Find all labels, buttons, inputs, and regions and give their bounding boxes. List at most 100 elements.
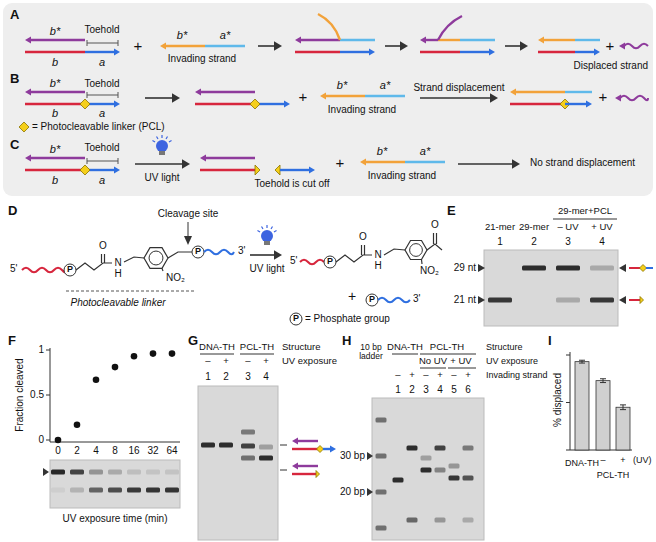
dna-strand [25,103,85,105]
chemical-bond [104,254,105,263]
gel-band [590,298,614,303]
figure-label: 0 [38,434,44,446]
dna-strand [292,448,318,450]
figure-label: b* [50,143,60,156]
panel-letter: G [188,334,198,349]
figure-label: UV exposure time (min) [62,513,167,525]
figure-label: a [99,174,105,187]
panel-letter: + [599,88,608,105]
toehold-bracket [87,158,88,164]
arrow-head [284,100,290,107]
phosphate-circle [366,294,378,306]
gel-band [376,418,387,423]
figure-label: No strand displacement [530,157,635,169]
figure-label: 5 [451,384,457,396]
arrow-head [160,42,166,49]
figure-label: 2 [409,384,415,396]
figure-label: – [451,370,456,381]
gel-band [70,488,84,493]
data-point [150,350,157,357]
gel-band [165,488,179,493]
dna-strand [205,157,255,159]
header-rule [240,354,274,355]
process-arrow [420,97,491,99]
arrow-head [172,93,180,103]
bar [596,381,610,450]
arrow-head [330,445,336,452]
figure-label: 1 [205,371,211,383]
gel-band [435,446,446,451]
arrow-head [200,154,206,161]
figure-label: Displaced strand [574,60,648,72]
axis-tick [46,395,50,396]
dna-strand [575,51,595,53]
uv-ray [166,136,168,139]
uv-bulb-base [264,241,270,245]
axis-tick [46,440,50,441]
figure-label: N [374,249,381,261]
dna-wave [300,260,324,265]
toehold-bracket [87,40,88,46]
figure-label: + [620,455,625,465]
phosphate-circle [324,256,336,268]
gel-band [219,443,233,448]
process-arrow [135,163,183,165]
gel-band [127,488,141,493]
gel-band [241,456,255,461]
arrow-head [615,94,621,101]
dna-strand [460,51,490,53]
band-marker [367,488,373,496]
phosphate-circle [64,264,76,276]
header-rule [392,354,418,355]
process-arrow [458,163,513,165]
gel-band [407,446,418,451]
arrow-head [369,48,375,55]
figure-label: + [465,370,471,381]
dna-strand [295,51,340,53]
pcl-linker [317,446,324,453]
axis-tick [46,350,50,351]
chemical-bond [162,268,163,271]
dna-strand [30,91,85,93]
gel-band [488,298,512,303]
panel-letter: + [348,288,356,304]
gel-image [484,250,618,326]
cleavage-wedge [184,236,192,245]
figure-label: – [395,370,400,381]
uv-ray [169,141,172,143]
uv-ray [152,141,155,143]
arrow-head [512,159,520,169]
figure-label: – UV [557,222,578,233]
error-bar [603,379,604,383]
panel-letter: A [10,8,19,23]
header-rule [420,354,476,355]
arrow-head [594,48,600,55]
figure-label: O [359,231,367,243]
dna-strand [365,95,405,97]
figure-label: 32 [147,445,158,457]
bar [616,407,630,450]
figure-label: b* [177,29,187,42]
dna-strand [205,45,245,47]
dna-strand [515,91,565,93]
arrow-head [360,158,366,165]
figure-label: – [205,356,210,367]
pcl-linker [80,165,90,175]
dna-strand [629,267,640,269]
arrow-head [195,88,201,95]
arrow-head [510,88,516,95]
figure-label: P [195,246,201,256]
benzene-ring [144,248,168,269]
header-rule [420,368,446,369]
arrow-head [586,100,592,107]
cleavage-pointer [188,222,189,236]
data-point [112,364,119,371]
figure-label: P [327,256,333,266]
figure-label: b* [50,77,60,90]
figure-label: 1 [497,236,503,248]
gel-band [108,470,122,475]
figure-label: 0 [55,445,61,457]
figure-label: + UV [450,356,471,367]
